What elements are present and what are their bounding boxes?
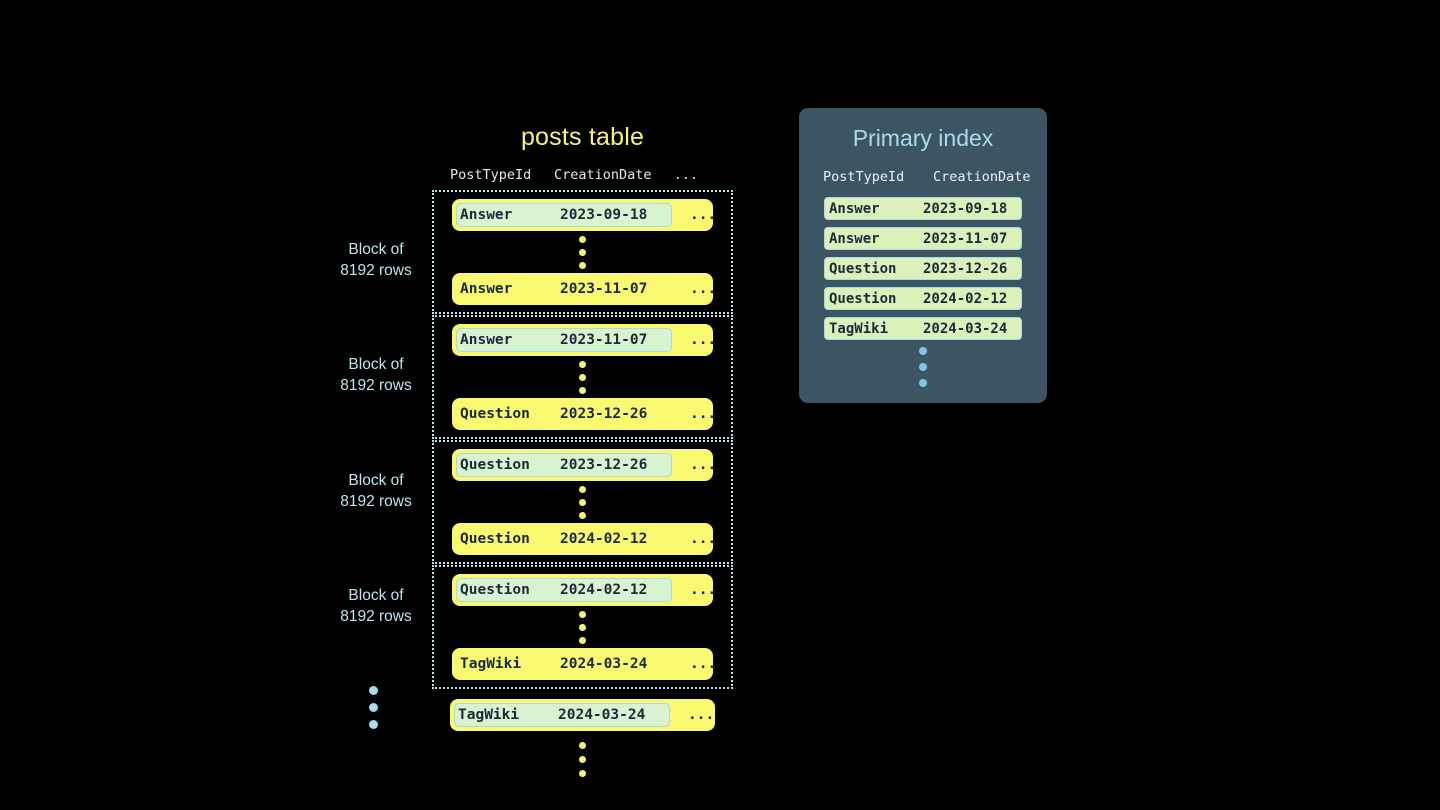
primary-index-panel: Primary index PostTypeId CreationDate An… [799,108,1047,403]
cell-ellipsis: ... [690,281,717,297]
table-row[interactable]: Answer 2023-09-18 ... [452,199,717,231]
cell-ellipsis: ... [690,406,717,422]
block-label-line1: Block of [348,356,404,373]
blocks-container: Answer 2023-09-18 ... Answer 2023-11-07 … [432,190,733,689]
list-item[interactable]: Question 2024-02-12 [824,287,1022,310]
vertical-ellipsis-icon [434,481,731,523]
vertical-ellipsis-icon [432,736,733,782]
list-item[interactable]: TagWiki 2024-03-24 [824,317,1022,340]
cell-ellipsis: ... [690,531,717,547]
row-key-cells: Question 2023-12-26 [456,453,672,477]
cell-posttypeid: Question [829,290,897,307]
block-row-group-3: Question 2023-12-26 ... Question 2024-02… [432,440,733,564]
cell-posttypeid: Question [460,457,530,473]
cell-posttypeid: Answer [829,200,880,217]
block-label-line2: 8192 rows [340,377,412,394]
cell-ellipsis: ... [690,582,717,598]
list-item[interactable]: Answer 2023-11-07 [824,227,1022,250]
cell-ellipsis: ... [690,457,717,473]
cell-posttypeid: Question [829,260,897,277]
cell-creationdate: 2024-02-12 [560,531,648,547]
cell-creationdate: 2023-11-07 [923,230,1008,247]
row-key-cells: TagWiki 2024-03-24 [456,652,672,676]
table-row[interactable]: Question 2024-02-12 ... [452,574,717,606]
block-row-group-2: Answer 2023-11-07 ... Question 2023-12-2… [432,315,733,439]
cell-creationdate: 2023-11-07 [560,332,648,348]
cell-creationdate: 2024-02-12 [560,582,648,598]
column-header-posttypeid: PostTypeId [823,169,905,185]
column-header-creationdate: CreationDate [933,169,1031,185]
cell-ellipsis: ... [690,207,717,223]
cell-posttypeid: Answer [460,281,513,297]
primary-index-title: Primary index [852,125,994,151]
cell-creationdate: 2023-09-18 [923,200,1008,217]
row-key-cells: TagWiki 2024-03-24 [454,703,670,727]
block-row-group-1: Answer 2023-09-18 ... Answer 2023-11-07 … [432,190,733,314]
vertical-ellipsis-icon [799,347,1047,387]
table-row[interactable]: Answer 2023-11-07 ... [452,324,717,356]
cell-creationdate: 2024-03-24 [560,656,648,672]
cell-posttypeid: Question [460,582,530,598]
posts-table-title: posts table [520,123,645,151]
list-item[interactable]: Answer 2023-09-18 [824,197,1022,220]
cell-creationdate: 2023-12-26 [560,457,648,473]
cell-posttypeid: Answer [460,207,513,223]
column-header-ellipsis: ... [673,167,699,183]
block-label-line1: Block of [348,241,404,258]
table-row[interactable]: Question 2023-12-26 ... [452,398,717,430]
cell-creationdate: 2023-11-07 [560,281,648,297]
block-label-line2: 8192 rows [340,262,412,279]
vertical-ellipsis-icon [434,356,731,398]
column-header-posttypeid: PostTypeId [450,167,532,183]
vertical-ellipsis-icon [434,606,731,648]
vertical-ellipsis-icon [434,231,731,273]
cell-creationdate: 2024-02-12 [923,290,1008,307]
posts-table-group: posts table PostTypeId CreationDate ... … [432,120,733,782]
block-label-line1: Block of [348,472,404,489]
primary-index-rows: Answer 2023-09-18 Answer 2023-11-07 Ques… [799,197,1047,340]
column-header-creationdate: CreationDate [554,167,652,183]
primary-index-column-headers: PostTypeId CreationDate [799,166,1047,188]
table-row[interactable]: Question 2024-02-12 ... [452,523,717,555]
block-label-1: Block of 8192 rows [301,239,451,281]
cell-ellipsis: ... [690,656,717,672]
cell-posttypeid: TagWiki [458,707,520,723]
block-label-2: Block of 8192 rows [301,354,451,396]
row-key-cells: Question 2024-02-12 [456,578,672,602]
row-key-cells: Answer 2023-09-18 [456,203,672,227]
block-label-line2: 8192 rows [340,608,412,625]
cell-posttypeid: TagWiki [460,656,522,672]
block-label-line2: 8192 rows [340,493,412,510]
cell-creationdate: 2023-12-26 [560,406,648,422]
cell-ellipsis: ... [688,707,715,723]
row-key-cells: Answer 2023-11-07 [456,328,672,352]
table-row[interactable]: TagWiki 2024-03-24 ... [452,648,717,680]
row-key-cells: Question 2023-12-26 [456,402,672,426]
cell-creationdate: 2023-12-26 [923,260,1008,277]
block-label-line1: Block of [348,587,404,604]
posts-table-column-headers: PostTypeId CreationDate ... [432,164,733,186]
block-label-3: Block of 8192 rows [301,470,451,512]
block-label-4: Block of 8192 rows [301,585,451,627]
list-item[interactable]: Question 2023-12-26 [824,257,1022,280]
cell-creationdate: 2024-03-24 [923,320,1008,337]
table-row[interactable]: TagWiki 2024-03-24 ... [450,699,715,731]
table-row[interactable]: Question 2023-12-26 ... [452,449,717,481]
table-row[interactable]: Answer 2023-11-07 ... [452,273,717,305]
cell-posttypeid: Question [460,406,530,422]
cell-posttypeid: TagWiki [829,320,889,337]
tail-row-container: TagWiki 2024-03-24 ... [432,699,733,782]
cell-posttypeid: Answer [829,230,880,247]
row-key-cells: Answer 2023-11-07 [456,277,672,301]
continuation-ellipsis-icon [369,686,378,729]
cell-creationdate: 2024-03-24 [558,707,646,723]
cell-creationdate: 2023-09-18 [560,207,648,223]
cell-ellipsis: ... [690,332,717,348]
cell-posttypeid: Question [460,531,530,547]
row-key-cells: Question 2024-02-12 [456,527,672,551]
block-row-group-4: Question 2024-02-12 ... TagWiki 2024-03-… [432,565,733,689]
cell-posttypeid: Answer [460,332,513,348]
